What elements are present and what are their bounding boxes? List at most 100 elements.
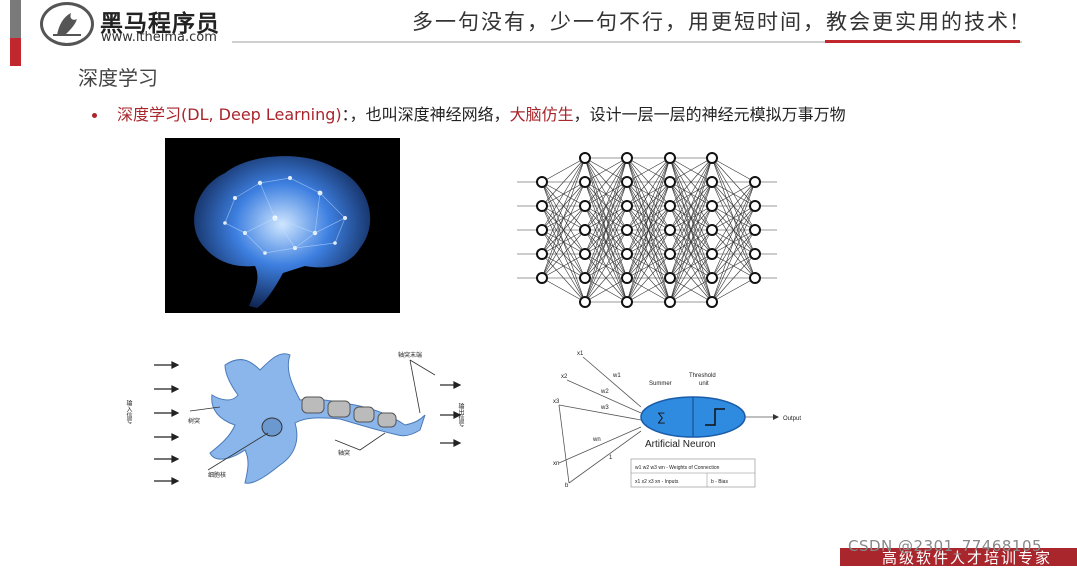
nn-connection xyxy=(711,181,756,303)
bullet-separator: ：，也叫深度神经网络， xyxy=(341,105,510,124)
nn-connection xyxy=(711,181,756,255)
nn-node xyxy=(536,248,548,260)
artificial-neuron-title: Artificial Neuron xyxy=(645,439,716,450)
nn-connection xyxy=(541,181,586,279)
nn-connection xyxy=(541,277,586,303)
nn-connection xyxy=(626,157,671,207)
input-x3: x3 xyxy=(553,399,560,405)
logo-horse-icon xyxy=(40,2,94,46)
footer-band xyxy=(840,548,1077,566)
nn-connection xyxy=(541,253,586,279)
logo-url: www.itheima.com xyxy=(101,30,217,45)
header-divider xyxy=(232,41,1022,43)
nn-node xyxy=(579,272,591,284)
summer-label: Summer xyxy=(649,381,672,387)
axon-terminal-label: 轴突末端 xyxy=(398,351,422,359)
nn-node xyxy=(621,296,633,308)
nn-node xyxy=(706,176,718,188)
nn-node xyxy=(579,200,591,212)
nn-connection xyxy=(711,181,756,231)
nn-connection xyxy=(669,277,713,303)
nn-node xyxy=(621,200,633,212)
header-slogan: 多一句没有，少一句不行，用更短时间，教会更实用的技术! xyxy=(412,10,1021,34)
nn-connection xyxy=(669,205,713,303)
bullet-rest: ，设计一层一层的神经元模拟万事万物 xyxy=(573,105,846,124)
nn-node xyxy=(664,248,676,260)
bullet-term: 深度学习(DL, Deep Learning) xyxy=(117,105,342,124)
csdn-watermark: CSDN @2301_77468105 xyxy=(848,537,1043,555)
nn-connection xyxy=(669,157,713,207)
nn-connection xyxy=(626,157,671,255)
nn-connection xyxy=(711,181,756,279)
nn-connection xyxy=(541,205,586,279)
nn-node xyxy=(621,272,633,284)
nn-connection xyxy=(711,157,756,183)
nn-connection xyxy=(669,157,713,183)
nn-connection xyxy=(711,205,756,303)
nn-connection xyxy=(711,229,756,303)
nn-connection xyxy=(584,157,628,303)
nn-node xyxy=(579,248,591,260)
nn-connection xyxy=(669,157,713,231)
nn-connection xyxy=(584,157,628,183)
nn-connection xyxy=(669,157,713,279)
nn-connection xyxy=(541,229,586,279)
nn-node xyxy=(749,272,761,284)
nn-connection xyxy=(669,181,713,303)
input-x1: x1 xyxy=(577,351,584,357)
nn-node xyxy=(664,200,676,212)
nn-node xyxy=(664,224,676,236)
nn-node xyxy=(621,176,633,188)
logo-name: 黑马程序员 xyxy=(100,11,220,37)
nn-node xyxy=(706,296,718,308)
footer-tagline: 高级软件人才培训专家 xyxy=(882,549,1053,567)
dendrite-label: 树突 xyxy=(188,417,200,425)
bullet-item: 深度学习(DL, Deep Learning)：，也叫深度神经网络，大脑仿生，设… xyxy=(92,101,846,125)
input-x2: x2 xyxy=(561,374,568,380)
nn-connection xyxy=(541,157,586,231)
nn-node xyxy=(621,152,633,164)
nn-connection xyxy=(626,205,671,303)
bias-weight: 1 xyxy=(609,455,613,461)
nn-node xyxy=(579,296,591,308)
nn-connection xyxy=(584,205,628,303)
weight-wn: wn xyxy=(592,437,601,443)
threshold-label: Threshold xyxy=(689,373,716,379)
weight-w3: w3 xyxy=(600,405,609,411)
left-accent-bar-gray xyxy=(10,0,21,38)
nn-connection xyxy=(626,157,671,231)
sum-symbol: ∑ xyxy=(657,410,666,424)
nn-node xyxy=(579,152,591,164)
nn-connection xyxy=(626,253,671,303)
bias-label: b xyxy=(565,483,569,489)
nn-node xyxy=(536,224,548,236)
legend-bias: b - Bias xyxy=(711,479,728,485)
bullet-highlight: 大脑仿生 xyxy=(509,105,574,124)
nn-node xyxy=(749,224,761,236)
nucleus-label: 细胞核 xyxy=(208,471,226,479)
threshold-unit-label: unit xyxy=(699,381,709,387)
nn-node xyxy=(579,176,591,188)
legend-inputs: x1 x2 x3 xn - Inputs xyxy=(635,479,679,485)
nn-connection xyxy=(626,157,671,183)
output-label: Output xyxy=(783,416,801,422)
nn-node xyxy=(579,224,591,236)
nn-node xyxy=(621,224,633,236)
nn-node xyxy=(664,152,676,164)
nn-connection xyxy=(711,277,756,303)
nn-connection xyxy=(584,157,628,207)
nn-connection xyxy=(626,157,671,279)
bullet-dot xyxy=(92,113,97,118)
nn-connection xyxy=(626,277,671,303)
brain-image xyxy=(165,138,400,313)
nn-connection xyxy=(541,157,586,207)
nn-connection xyxy=(541,157,586,279)
nn-node xyxy=(536,272,548,284)
nn-connection xyxy=(669,157,713,303)
input-signal-label: 输入信号 xyxy=(125,399,132,425)
nn-connection xyxy=(584,181,628,303)
nn-connection xyxy=(541,157,586,183)
nn-node xyxy=(706,152,718,164)
nn-connection xyxy=(541,157,586,255)
legend-weights: w1 w2 w3 wn - Weights of Connection xyxy=(635,465,720,471)
